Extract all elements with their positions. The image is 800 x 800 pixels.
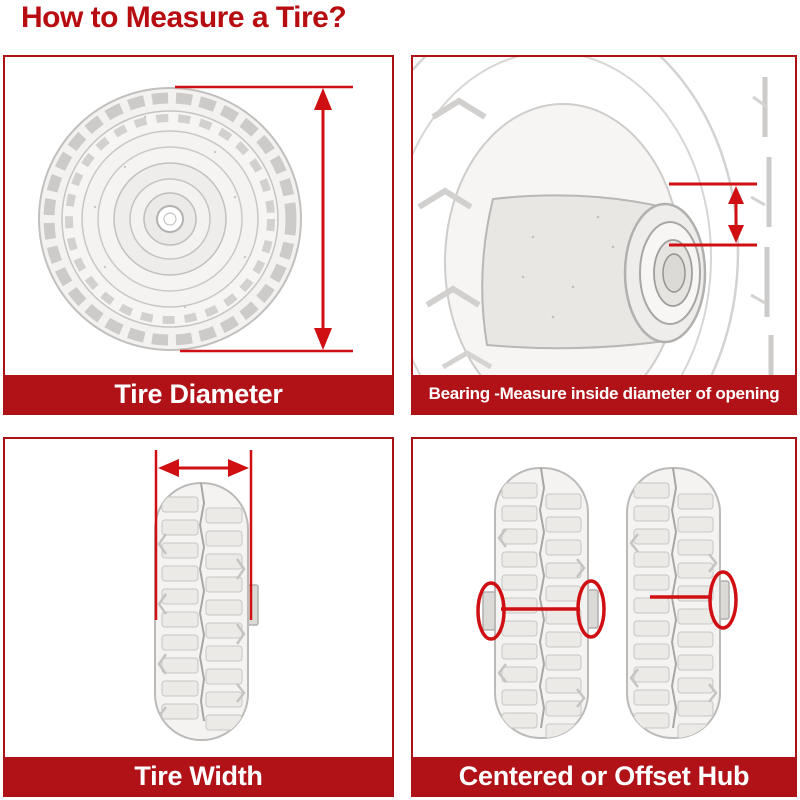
caption-tire-width: Tire Width	[5, 757, 392, 795]
caption-tire-diameter: Tire Diameter	[5, 375, 392, 413]
bearing-figure	[413, 57, 795, 375]
hub-cylinder	[481, 194, 707, 350]
hub-stub	[247, 584, 259, 626]
tire-front-view	[38, 87, 302, 351]
offset-hub-tire	[626, 467, 730, 739]
tire-tread-illustration	[154, 450, 259, 741]
offset-hub-annotation	[650, 570, 738, 630]
bore-measure-arrow	[669, 182, 757, 247]
tire-width-figure	[5, 439, 392, 757]
hub-bearing-illustration	[413, 57, 774, 375]
tire-tread-view	[154, 482, 259, 741]
panel-bearing: Bearing -Measure inside diameter of open…	[411, 55, 797, 415]
hub-figure	[413, 439, 795, 757]
caption-hub: Centered or Offset Hub	[413, 757, 795, 795]
sketch-speckles	[521, 215, 615, 319]
panel-hub: Centered or Offset Hub	[411, 437, 797, 797]
centered-hub-annotation	[476, 579, 606, 641]
caption-bearing: Bearing -Measure inside diameter of open…	[413, 375, 795, 413]
panel-tire-diameter: Tire Diameter	[3, 55, 394, 415]
centered-offset-hub-illustration	[476, 467, 738, 739]
panel-tire-width: Tire Width	[3, 437, 394, 797]
sketch-speckles	[93, 115, 247, 309]
centered-hub-tire	[482, 467, 599, 739]
width-measure-arrow	[154, 450, 253, 620]
tire-diameter-figure	[5, 57, 392, 375]
diameter-measure-arrow	[175, 85, 353, 353]
tire-front-illustration	[38, 85, 353, 353]
page-title: How to Measure a Tire?	[21, 1, 347, 34]
